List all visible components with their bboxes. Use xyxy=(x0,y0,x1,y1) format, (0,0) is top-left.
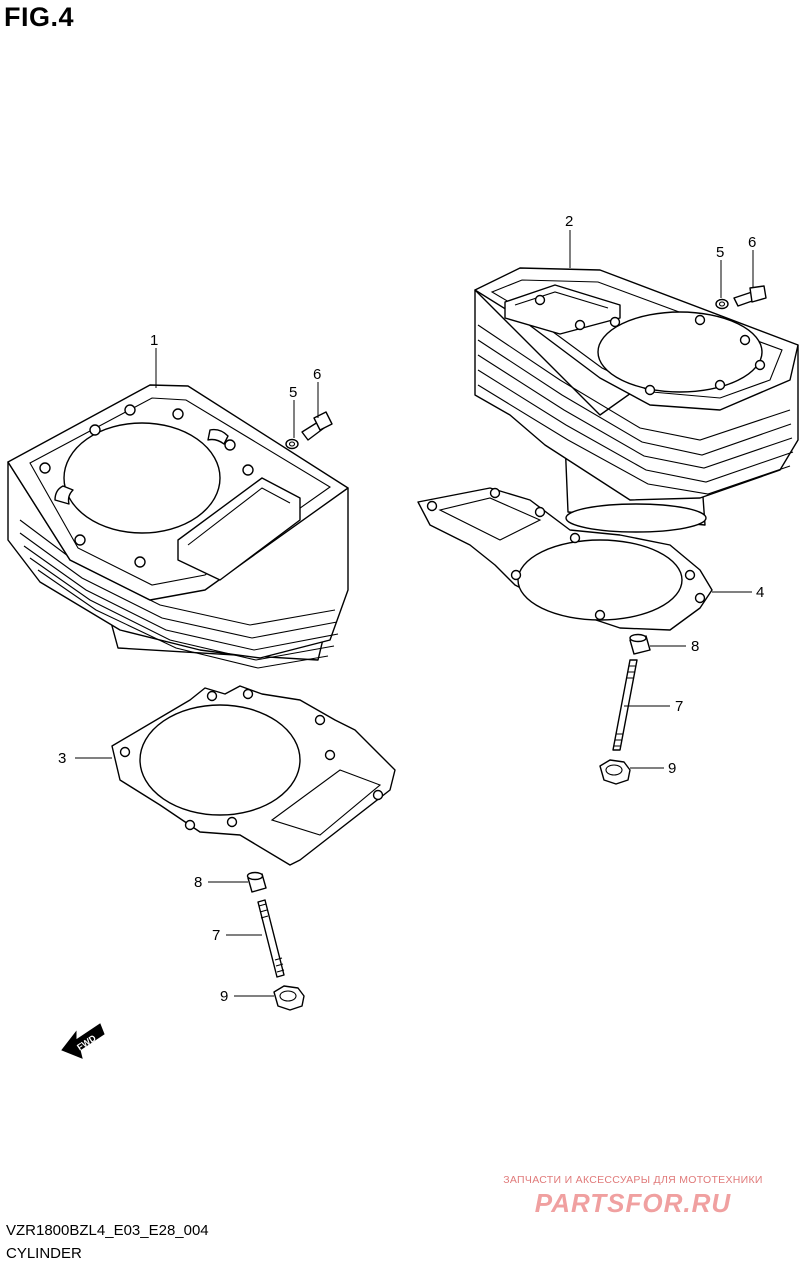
fitting-rear[interactable] xyxy=(733,285,767,307)
diagram-code: VZR1800BZL4_E03_E28_004 xyxy=(6,1222,209,1239)
stud-bolt-front[interactable] xyxy=(257,899,285,978)
callout-8-front: 8 xyxy=(194,874,202,891)
rear-cylinder-gasket[interactable] xyxy=(417,487,713,631)
diagram-name: CYLINDER xyxy=(6,1245,82,1262)
callout-5-rear: 5 xyxy=(716,244,724,261)
callout-4: 4 xyxy=(756,584,764,601)
leader-lines xyxy=(75,230,754,997)
callout-3: 3 xyxy=(58,750,66,767)
watermark-tagline: ЗАПЧАСТИ И АКСЕССУАРЫ ДЛЯ МОТОТЕХНИКИ xyxy=(503,1174,763,1186)
callout-2: 2 xyxy=(565,213,573,230)
dowel-pin-rear[interactable] xyxy=(629,633,651,655)
dowel-pin-front[interactable] xyxy=(246,871,267,893)
watermark: ЗАПЧАСТИ И АКСЕССУАРЫ ДЛЯ МОТОТЕХНИКИ PA… xyxy=(488,1174,778,1219)
figure-title: FIG.4 xyxy=(4,2,75,32)
rear-cylinder[interactable] xyxy=(474,267,799,533)
washer-rear[interactable] xyxy=(715,298,729,310)
watermark-logo: PARTSFOR.RU xyxy=(534,1188,732,1218)
washer-front[interactable] xyxy=(285,438,299,450)
nut-front[interactable] xyxy=(273,985,305,1011)
callout-1: 1 xyxy=(150,332,158,349)
stud-bolt-rear[interactable] xyxy=(612,659,638,751)
callout-7-front: 7 xyxy=(212,927,220,944)
fitting-front[interactable] xyxy=(301,411,333,441)
callout-9-rear: 9 xyxy=(668,760,676,777)
callout-5-front: 5 xyxy=(289,384,297,401)
callout-6-front: 6 xyxy=(313,366,321,383)
callout-8-rear: 8 xyxy=(691,638,699,655)
callout-9-front: 9 xyxy=(220,988,228,1005)
nut-rear[interactable] xyxy=(599,759,631,785)
front-cylinder[interactable] xyxy=(7,384,349,669)
callout-7-rear: 7 xyxy=(675,698,683,715)
callout-6-rear: 6 xyxy=(748,234,756,251)
fwd-arrow-icon: FWD xyxy=(61,1023,105,1059)
front-cylinder-gasket[interactable] xyxy=(111,685,396,866)
